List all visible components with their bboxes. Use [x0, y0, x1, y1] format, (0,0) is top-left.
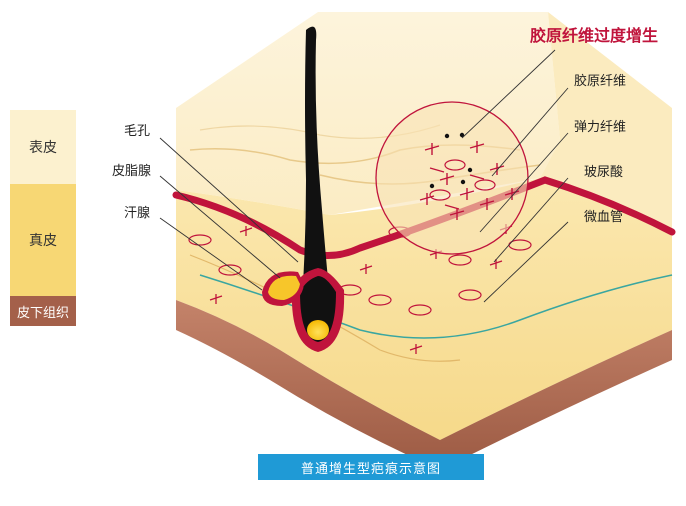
dermis-layer — [176, 178, 672, 440]
dermis-legend-swatch — [10, 184, 76, 296]
hyperplasia-fibers — [419, 141, 520, 220]
hair-shaft — [302, 26, 330, 301]
subcutaneous-layer — [176, 300, 672, 470]
diagram-caption: 普通增生型疤痕示意图 — [258, 454, 484, 480]
epidermis-legend-swatch — [10, 110, 76, 184]
junction-red-line — [172, 176, 676, 259]
label-hair-pore: 毛孔 — [124, 124, 151, 139]
hyperplasia-circle — [375, 101, 529, 255]
hair-bulb — [307, 320, 329, 340]
legend-subcutaneous: 皮下组织 — [16, 305, 69, 321]
label-sweat-gland: 汗腺 — [124, 206, 151, 221]
label-collagen-hyperplasia: 胶原纤维过度增生 — [530, 26, 659, 45]
cells-group — [188, 226, 532, 316]
leader-lines — [159, 49, 569, 303]
label-capillary: 微血管 — [584, 210, 624, 225]
label-collagen-fiber: 胶原纤维 — [574, 74, 627, 89]
label-sebaceous-gland: 皮脂腺 — [112, 164, 152, 179]
legend-epidermis: 表皮 — [29, 140, 57, 156]
label-elastic-fiber: 弹力纤维 — [574, 120, 627, 135]
label-hyaluronic-acid: 玻尿酸 — [584, 165, 624, 180]
subcutaneous-legend-swatch — [10, 296, 76, 326]
legend-dermis: 真皮 — [29, 233, 57, 249]
